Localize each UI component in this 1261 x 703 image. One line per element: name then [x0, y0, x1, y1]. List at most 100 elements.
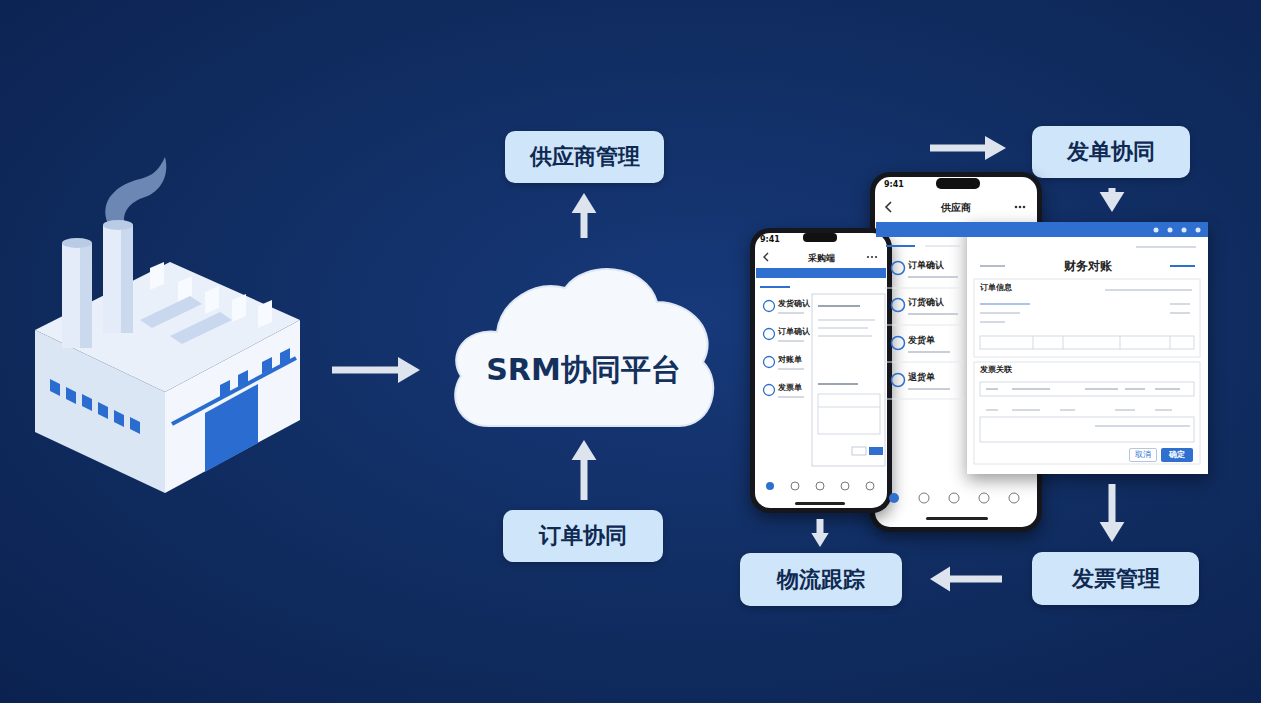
- text-line: [778, 368, 804, 370]
- ui-text: 发货单: [908, 336, 935, 346]
- tab-underline: [886, 245, 915, 247]
- text-line: [1155, 409, 1172, 411]
- factory-door: [205, 384, 258, 472]
- smokestack-top: [62, 238, 92, 248]
- cell-divider: [1170, 336, 1171, 349]
- module-box: 供应商管理: [505, 131, 664, 183]
- separator: [884, 399, 964, 400]
- menu-dot: [1023, 206, 1026, 209]
- list-icon: [892, 337, 905, 350]
- home-indicator: [795, 502, 845, 505]
- ui-text: 订单信息: [980, 284, 1012, 293]
- text-line: [1012, 388, 1050, 390]
- arrow-head: [985, 136, 1006, 160]
- flow-arrow: [572, 193, 597, 238]
- text-line: [980, 265, 1005, 267]
- roof-block: [205, 286, 219, 314]
- desktop-window: 财务对账: [967, 222, 1208, 474]
- ui-text: 发票单: [778, 384, 802, 393]
- arrow-shaft: [1109, 484, 1116, 524]
- flow-arrow: [811, 519, 828, 547]
- cell-divider: [1063, 336, 1064, 349]
- list-icon: [764, 301, 775, 312]
- button: [869, 447, 883, 455]
- phone-title: 采购端: [750, 252, 892, 265]
- ui-text: 发票关联: [980, 366, 1012, 375]
- list-icon: [892, 299, 905, 312]
- module-box: 物流跟踪: [740, 553, 902, 606]
- tab-icon: [766, 482, 774, 490]
- module-box: 订单协同: [503, 510, 663, 562]
- arrow-shaft: [930, 145, 987, 152]
- screen-title: 采购端: [750, 252, 892, 265]
- arrow-head: [1100, 522, 1125, 542]
- window-button: [1154, 228, 1159, 233]
- arrow-shaft: [948, 576, 1002, 583]
- text-line: [1095, 425, 1190, 427]
- ui-text: 对账单: [778, 356, 802, 365]
- flow-arrow: [930, 136, 1006, 160]
- text-area: [980, 417, 1194, 442]
- window: [130, 417, 140, 434]
- window-button: [1196, 228, 1201, 233]
- tab-icon: [1009, 493, 1019, 503]
- text-line: [986, 409, 998, 411]
- panel: [974, 279, 1200, 357]
- detail-card: [812, 294, 885, 466]
- ui-text: 发货确认: [778, 300, 810, 309]
- tab-icon: [791, 482, 799, 490]
- text-line: [1170, 303, 1190, 305]
- module-box: 发单协同: [1032, 126, 1190, 178]
- text-line: [778, 396, 804, 398]
- list-icon: [892, 374, 905, 387]
- text-line: [980, 303, 1030, 305]
- text-line: [1115, 409, 1135, 411]
- list-icon: [892, 262, 905, 275]
- menu-dot: [875, 256, 877, 258]
- tab-underline: [760, 286, 790, 288]
- smokestack: [62, 243, 92, 348]
- flow-arrow: [1100, 188, 1125, 212]
- list-icon: [764, 357, 775, 368]
- flow-arrow: [1100, 484, 1125, 542]
- table-row: [980, 382, 1194, 396]
- text-line: [818, 319, 875, 321]
- smokestack-shade: [121, 225, 133, 333]
- box-label: 物流跟踪: [777, 565, 865, 595]
- tab-line: [925, 246, 960, 247]
- text-line: [1105, 289, 1192, 291]
- link-line: [1170, 265, 1195, 267]
- text-line: [1155, 388, 1180, 390]
- arrow-head: [1100, 192, 1125, 212]
- table-row: [818, 407, 880, 408]
- module-box: 发票管理: [1032, 552, 1199, 605]
- smokestack-shade: [80, 243, 92, 348]
- list-icon: [764, 385, 775, 396]
- tab-icon: [816, 482, 824, 490]
- text-line: [778, 340, 804, 342]
- header-bar: [876, 222, 968, 237]
- text-line: [1012, 409, 1040, 411]
- panel: [974, 362, 1200, 464]
- smokestack: [103, 225, 133, 333]
- arrow-shaft: [817, 519, 824, 535]
- text-line: [980, 312, 1020, 314]
- list-icon: [764, 329, 775, 340]
- header-bar: [756, 268, 886, 278]
- menu-dot: [871, 256, 873, 258]
- menu-dot: [867, 256, 869, 258]
- cell-divider: [1033, 336, 1034, 349]
- text-line: [986, 388, 998, 390]
- arrow-shaft: [581, 211, 588, 238]
- home-indicator: [926, 517, 988, 520]
- tab-icon: [866, 482, 874, 490]
- arrow-head: [572, 193, 597, 213]
- phone-notch: [803, 233, 837, 242]
- separator: [884, 288, 964, 289]
- text-line: [980, 321, 1005, 323]
- window-button: [1182, 228, 1187, 233]
- arrow-shaft: [332, 367, 400, 374]
